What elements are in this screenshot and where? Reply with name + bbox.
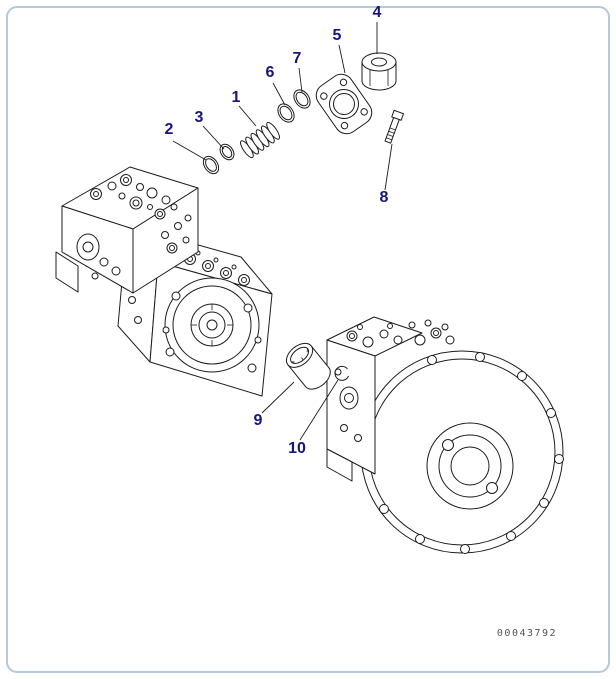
- oring-part-2: [202, 155, 220, 175]
- nut-part-4: [361, 52, 397, 91]
- callout-1: 1: [232, 89, 241, 106]
- callout-2: 2: [165, 121, 174, 138]
- callout-5: 5: [333, 27, 342, 44]
- callout-8: 8: [380, 189, 389, 206]
- spring-part-1: [240, 121, 280, 159]
- callout-numbers: 1 2 3 4 5 6 7 8 9 10: [165, 4, 389, 457]
- flywheel-housing-drawing: [326, 316, 564, 554]
- callout-4: 4: [373, 4, 382, 21]
- flange-part-5: [315, 73, 373, 135]
- callout-9: 9: [254, 412, 263, 429]
- bolt-part-8: [384, 109, 405, 144]
- callout-7: 7: [293, 50, 302, 67]
- figure-code: 00043792: [497, 628, 557, 639]
- callout-3: 3: [195, 109, 204, 126]
- snap-ring-part-10: [334, 365, 349, 381]
- coupling-part-9: [285, 342, 331, 390]
- pump-assembly-drawing: [55, 166, 273, 397]
- callout-10: 10: [288, 440, 306, 457]
- oring-part-6: [277, 103, 295, 123]
- callout-6: 6: [266, 64, 275, 81]
- leader-lines: [172, 22, 393, 441]
- oring-part-7: [293, 89, 311, 109]
